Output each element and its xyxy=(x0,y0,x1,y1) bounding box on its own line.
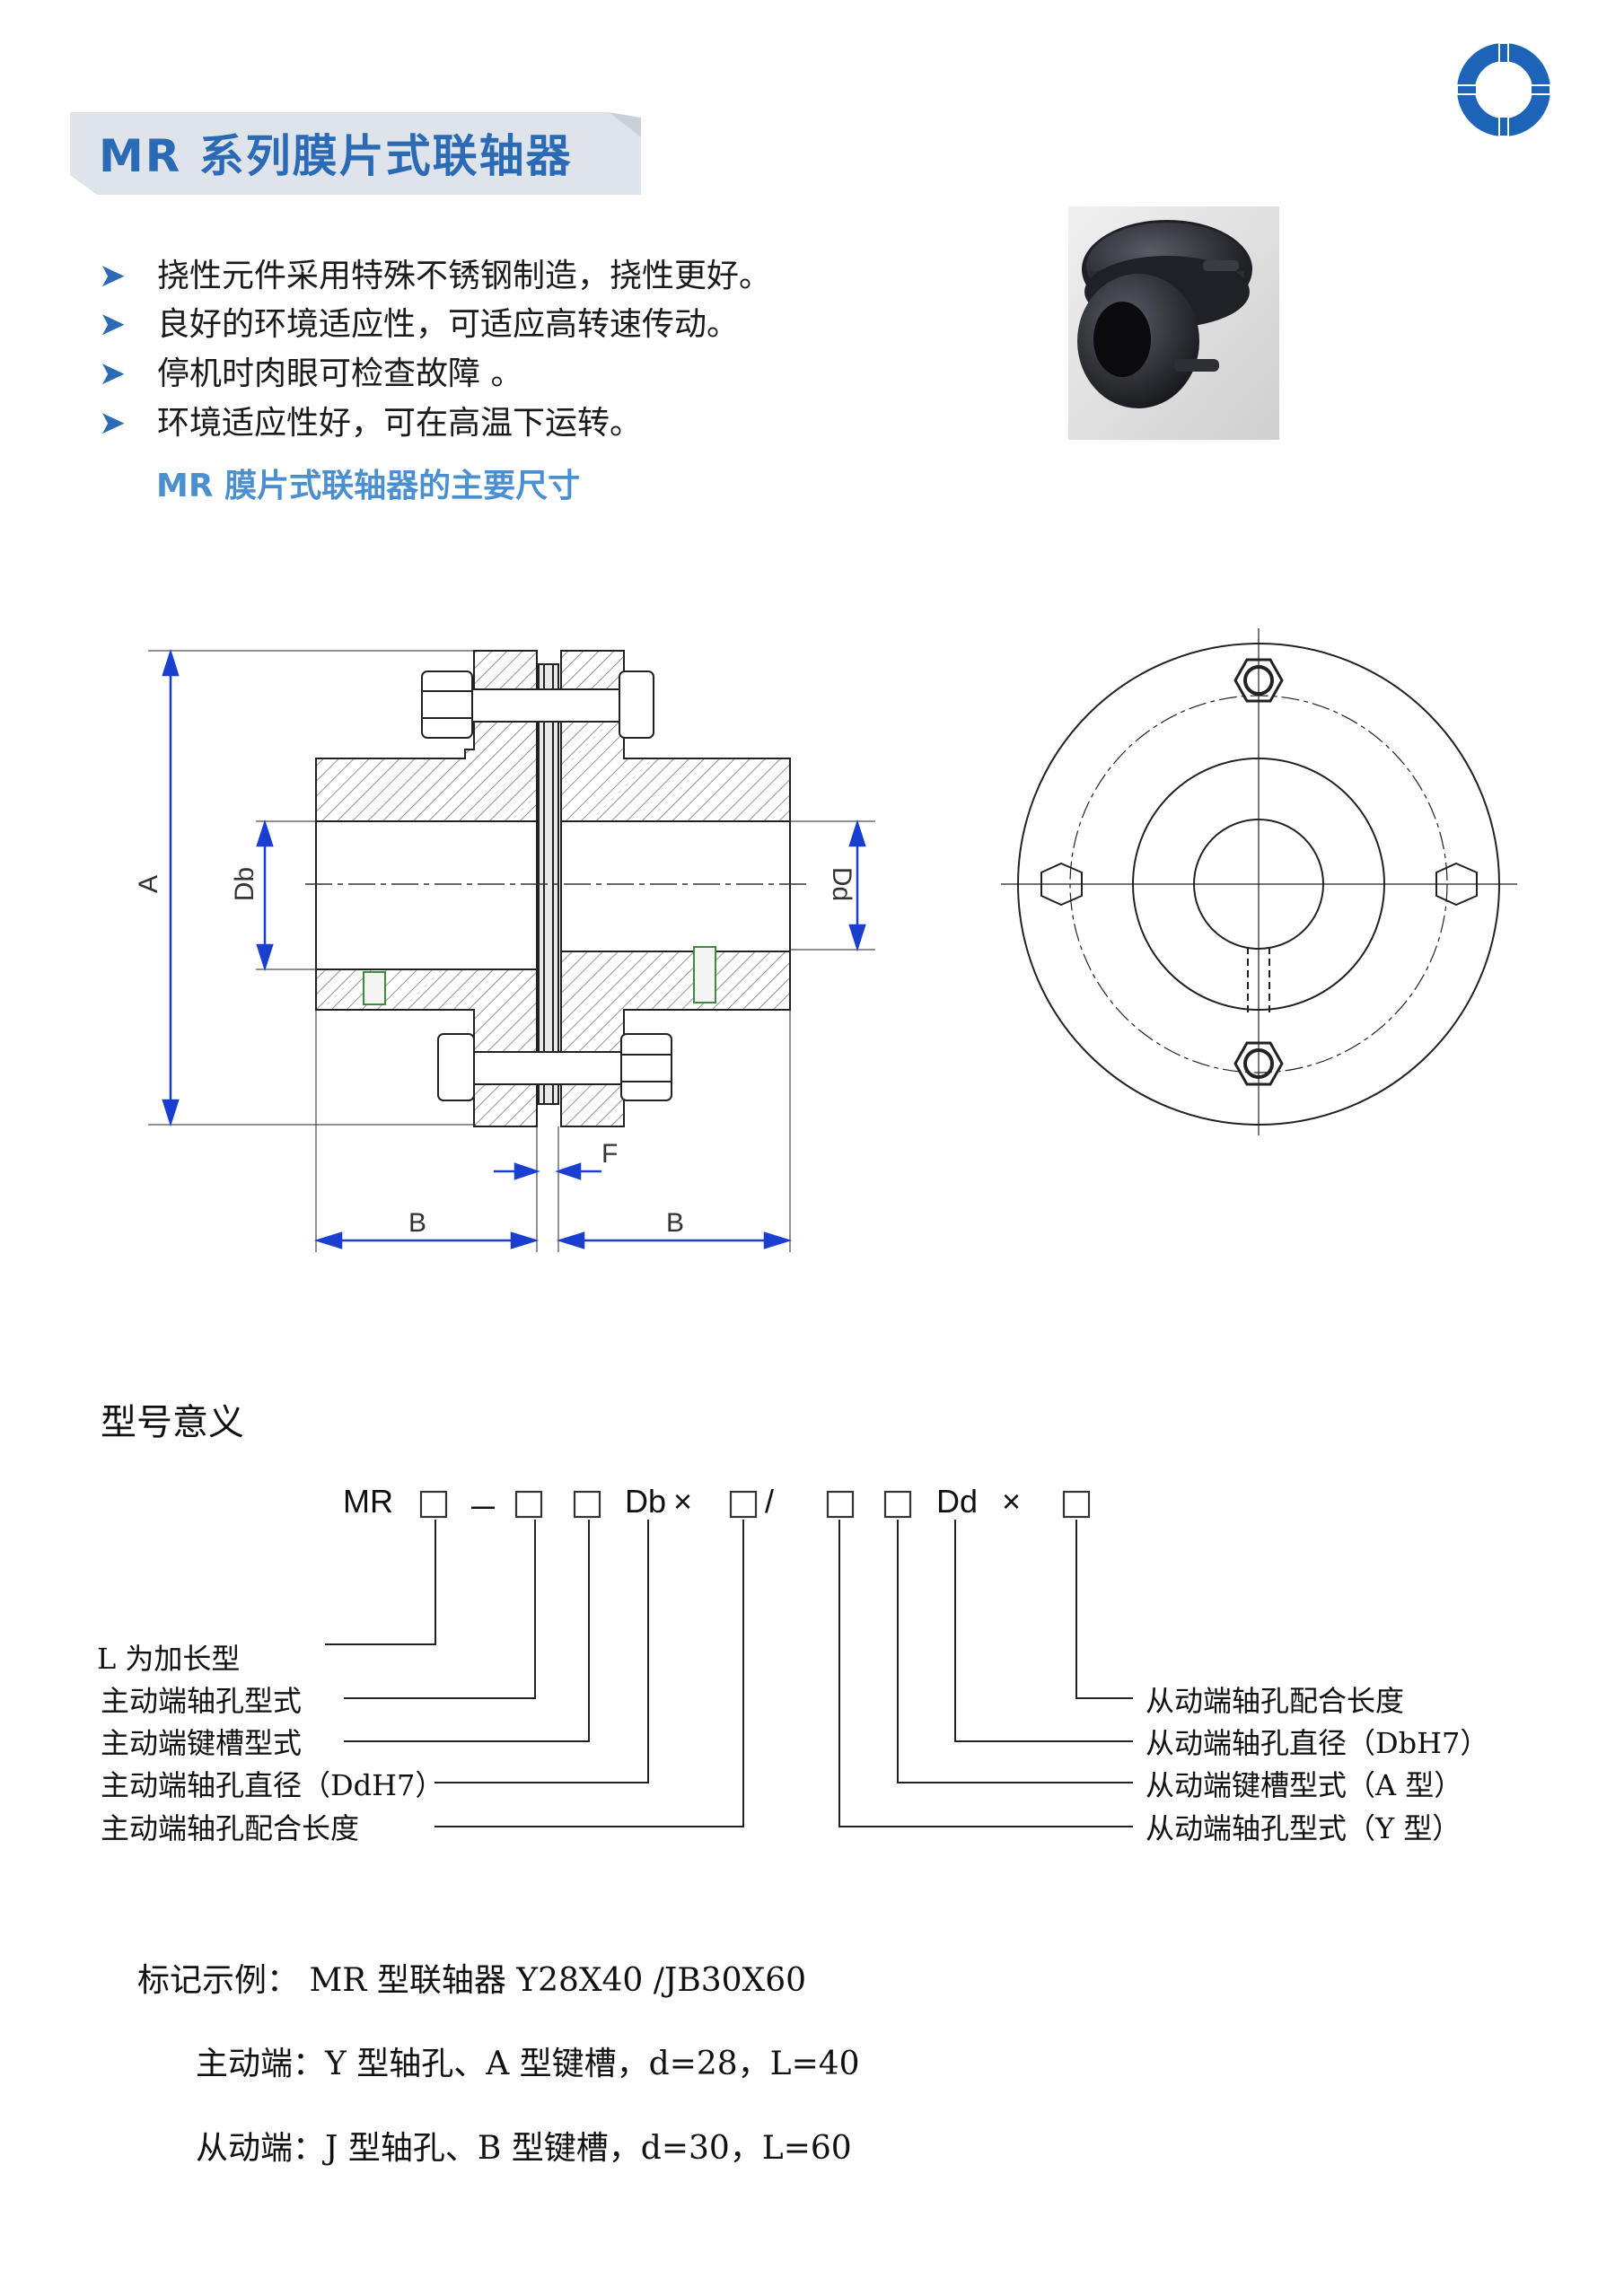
arrow-bullet-icon: ➤ xyxy=(99,306,127,343)
code-dash: － xyxy=(467,1490,500,1527)
model-code-diagram xyxy=(325,1490,1133,1827)
arrow-bullet-icon: ➤ xyxy=(99,355,127,392)
marking-example: 标记示例： MR 型联轴器 Y28X40 /JB30X60 xyxy=(137,1962,807,1999)
label-driven-keyway-type: 从动端键槽型式（A 型） xyxy=(1146,1768,1463,1802)
label-driver-bore-type: 主动端轴孔型式 xyxy=(101,1684,303,1718)
label-driver-keyway-type: 主动端键槽型式 xyxy=(101,1726,303,1760)
end-view xyxy=(1001,628,1517,1135)
arrow-bullet-icon: ➤ xyxy=(99,405,127,442)
dim-label-B-right: B xyxy=(666,1208,684,1238)
label-driven-bore-diameter: 从动端轴孔直径（DbH7） xyxy=(1146,1726,1489,1760)
dim-label-A: A xyxy=(134,875,163,893)
dim-label-F: F xyxy=(601,1139,618,1169)
dimensions-title: MR 膜片式联轴器的主要尺寸 xyxy=(156,468,581,504)
code-times: × xyxy=(673,1483,693,1520)
label-extended-type: L 为加长型 xyxy=(97,1642,241,1676)
driven-end-example: 从动端：J 型轴孔、B 型键槽，d=30，L=60 xyxy=(196,2130,852,2167)
arrow-bullet-icon: ➤ xyxy=(99,258,127,294)
label-driven-bore-type: 从动端轴孔型式（Y 型） xyxy=(1146,1811,1462,1845)
product-photo xyxy=(1068,206,1279,440)
coupling-technical-drawing: A Db Dd F B B xyxy=(134,628,1517,1252)
page-title: MR 系列膜片式联轴器 xyxy=(99,130,573,182)
dim-label-B-left: B xyxy=(408,1208,426,1238)
feature-item: ➤环境适应性好，可在高温下运转。 xyxy=(99,405,643,442)
feature-item: ➤良好的环境适应性，可适应高转速传动。 xyxy=(99,306,740,343)
driver-end-example: 主动端：Y 型轴孔、A 型键槽，d=28，L=40 xyxy=(196,2046,860,2082)
label-driven-fit-length: 从动端轴孔配合长度 xyxy=(1146,1684,1405,1718)
model-section-title: 型号意义 xyxy=(101,1402,244,1443)
brand-logo-icon xyxy=(1454,40,1553,139)
code-db: Db xyxy=(625,1483,667,1520)
code-dd: Dd xyxy=(936,1483,979,1520)
label-driver-bore-diameter: 主动端轴孔直径（DdH7） xyxy=(101,1768,444,1802)
feature-item: ➤停机时肉眼可检查故障 。 xyxy=(99,355,523,392)
dim-label-Dd: Dd xyxy=(827,867,856,901)
code-prefix: MR xyxy=(343,1483,393,1520)
feature-item: ➤挠性元件采用特殊不锈钢制造，挠性更好。 xyxy=(99,258,772,294)
label-driver-fit-length: 主动端轴孔配合长度 xyxy=(101,1811,360,1845)
code-times: × xyxy=(1002,1483,1022,1520)
title-banner xyxy=(70,112,641,195)
dim-label-Db: Db xyxy=(230,867,259,901)
code-slash: / xyxy=(765,1483,775,1520)
